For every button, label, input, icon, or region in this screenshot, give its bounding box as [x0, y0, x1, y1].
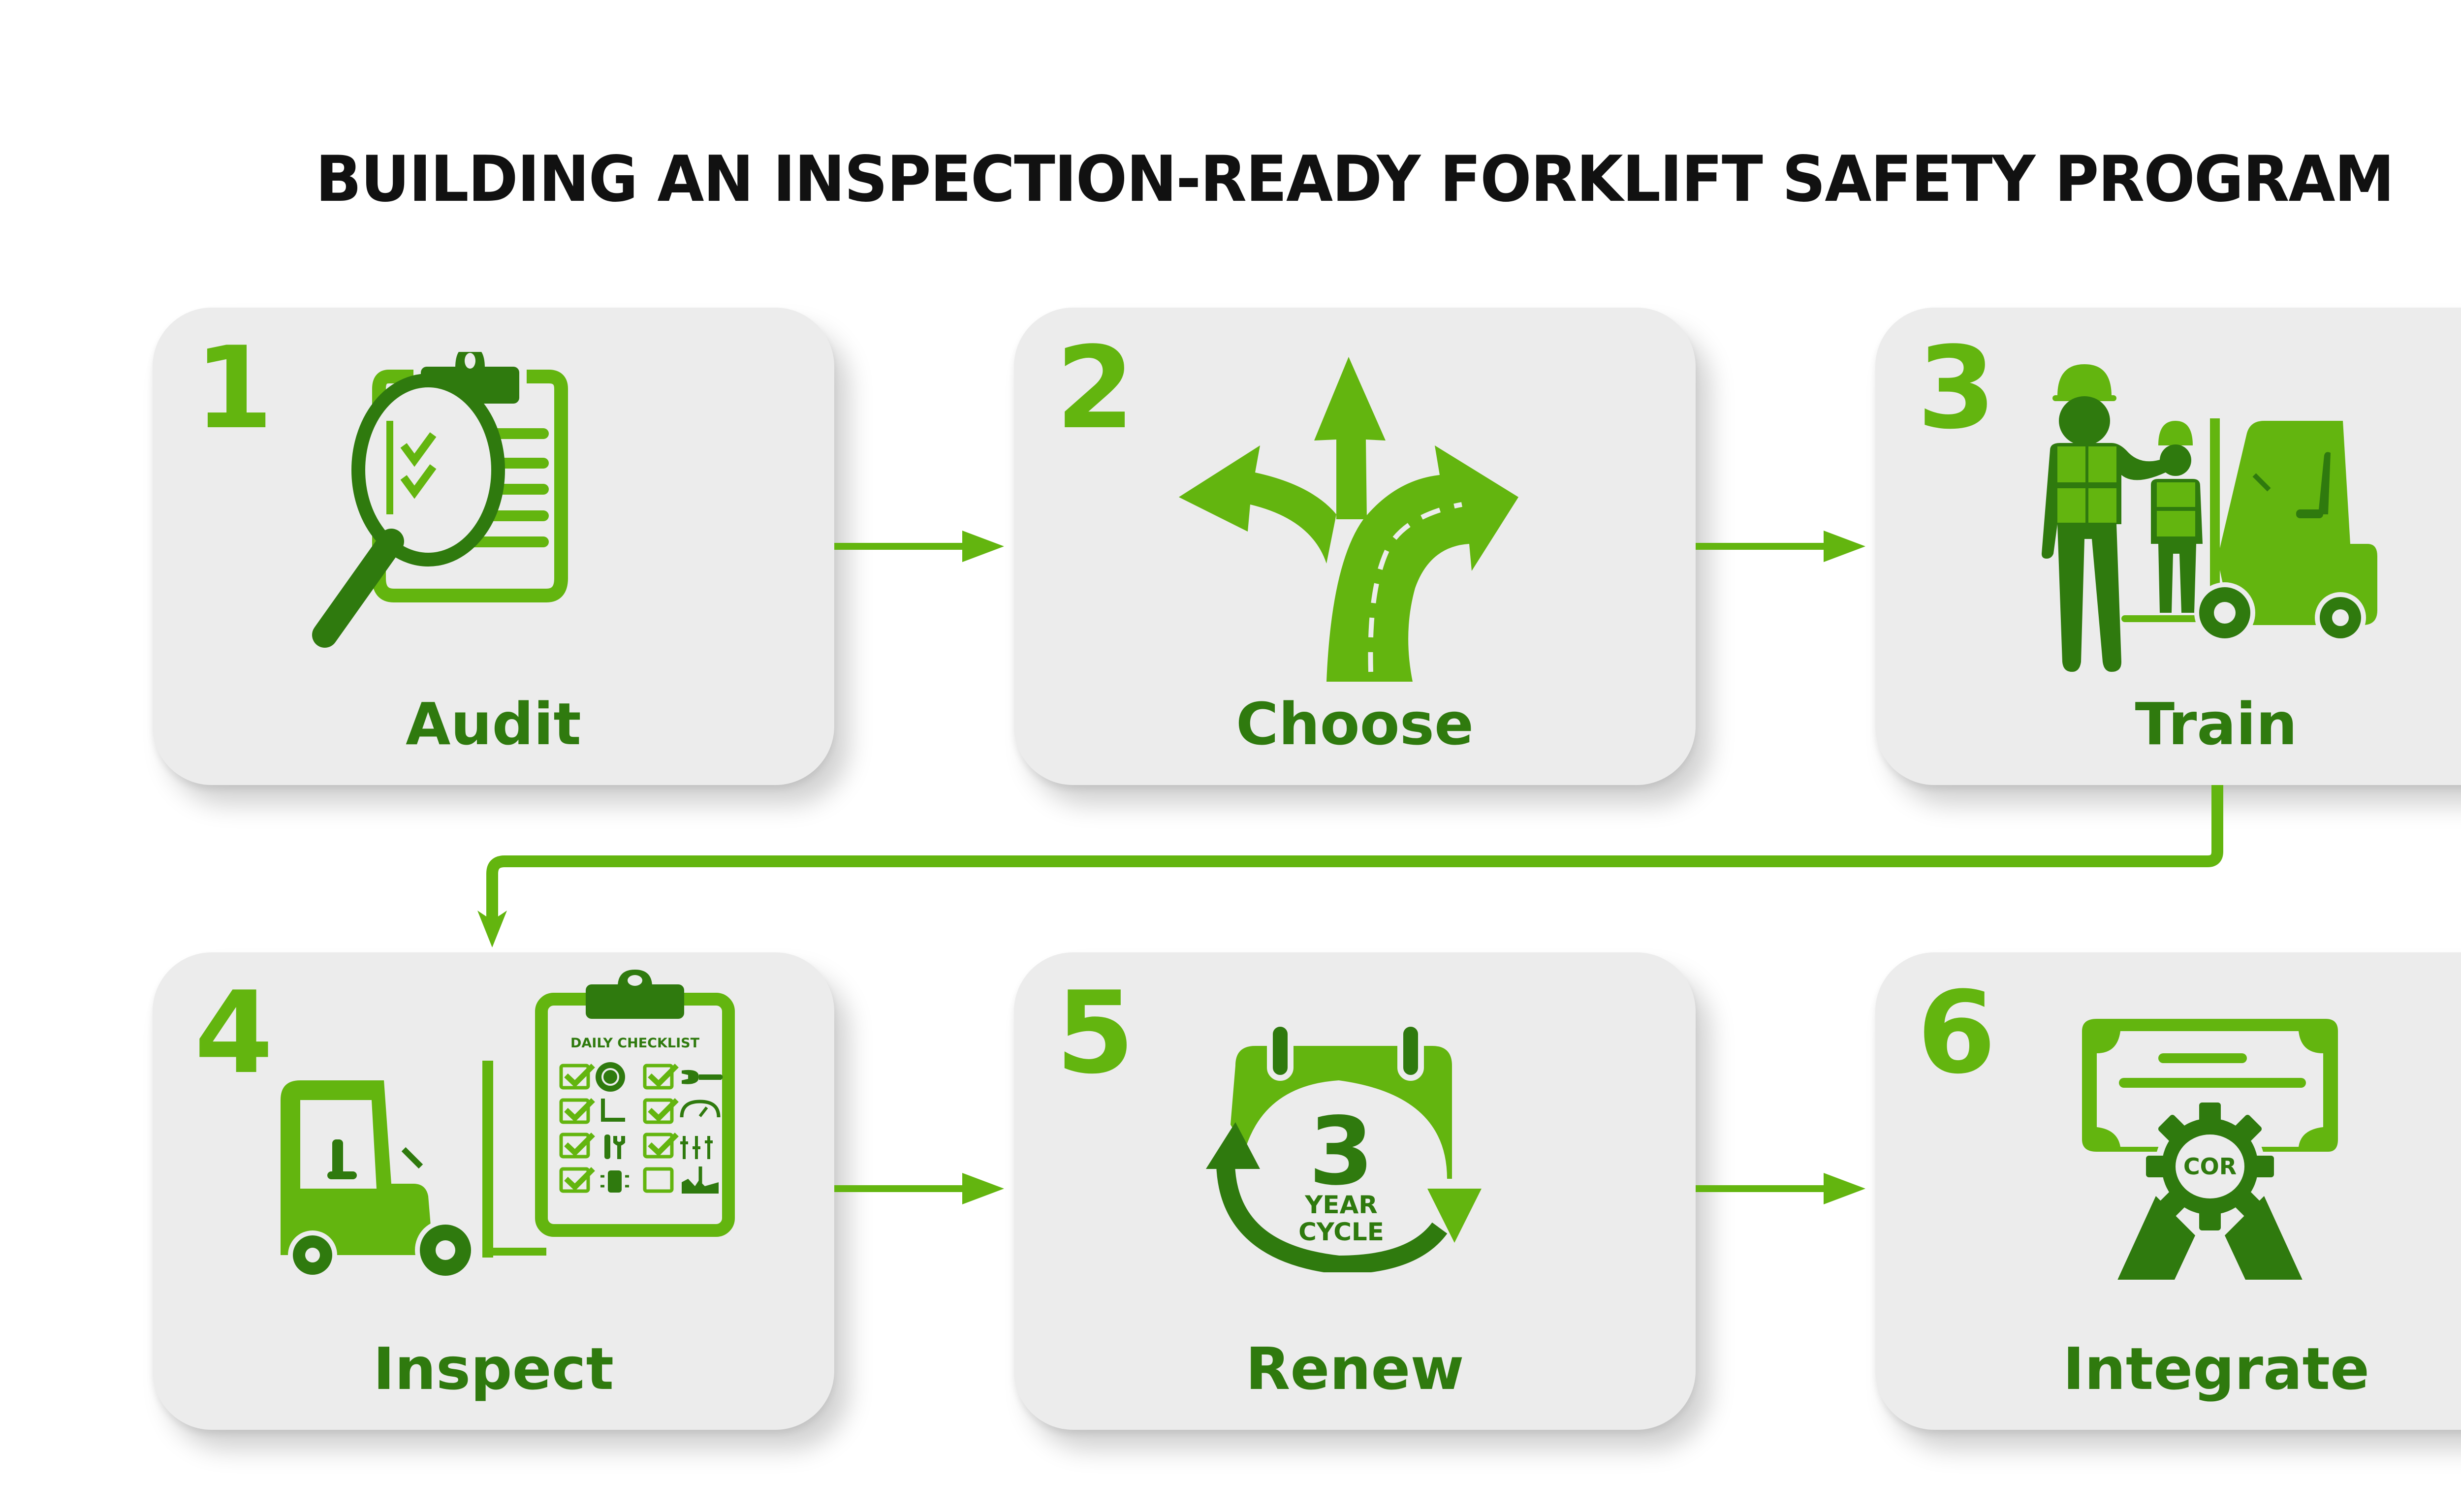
- step-number: 4: [194, 968, 274, 1099]
- step-label: Choose: [1235, 690, 1474, 758]
- flow-connector-3-4: [443, 785, 2264, 952]
- step-label: Audit: [406, 690, 581, 758]
- step-label: Inspect: [373, 1335, 614, 1403]
- controls-icon: [680, 1136, 713, 1159]
- wrench-icon: [682, 1070, 723, 1084]
- step-label: Train: [2135, 690, 2298, 758]
- checklist-heading: DAILY CHECKLIST: [570, 1036, 700, 1051]
- flow-arrow-5-6: [1696, 1169, 1875, 1208]
- step-card-train: 3: [1875, 308, 2461, 785]
- step-number: 1: [194, 323, 274, 454]
- battery-icon: [600, 1170, 629, 1193]
- cor-badge-text: COR: [2183, 1153, 2237, 1180]
- trainer-worker-forklift-icon: [2023, 357, 2461, 692]
- floor-icon: [682, 1166, 719, 1194]
- step-number: 3: [1917, 323, 1996, 454]
- cycle-label: CYCLE: [1298, 1218, 1384, 1246]
- step-card-inspect: 4 DAILY CHECKLIST: [153, 952, 834, 1430]
- clipboard-magnifier-icon: [290, 352, 645, 687]
- step-number: 6: [1917, 968, 1996, 1099]
- step-number: 5: [1056, 968, 1135, 1099]
- flow-arrow-1-2: [834, 527, 1014, 566]
- cycle-year: YEAR: [1304, 1191, 1378, 1219]
- step-card-audit: 1 Audit: [153, 308, 834, 785]
- step-label: Integrate: [2062, 1335, 2370, 1403]
- cycle-number: 3: [1309, 1097, 1374, 1206]
- forks-icon: [601, 1099, 625, 1122]
- page-title: BUILDING AN INSPECTION-READY FORKLIFT SA…: [316, 143, 2395, 216]
- calendar-cycle-icon: 3 YEAR CYCLE: [1206, 997, 1491, 1272]
- flow-arrow-2-3: [1696, 527, 1875, 566]
- forklift-icon: [271, 1061, 546, 1287]
- step-card-integrate: 6: [1875, 952, 2461, 1430]
- step-label: Renew: [1245, 1335, 1464, 1403]
- gauge-icon: [680, 1100, 721, 1118]
- step-number: 2: [1056, 323, 1135, 454]
- daily-checklist-clipboard: DAILY CHECKLIST: [532, 970, 738, 1245]
- step-card-renew: 5 3 YEAR CYCLE Renew: [1014, 952, 1696, 1430]
- cor-certificate-icon: COR: [2082, 1004, 2338, 1280]
- fork-road-arrows-icon: [1179, 357, 1523, 682]
- flow-arrow-4-5: [834, 1169, 1014, 1208]
- tools-icon: [604, 1134, 625, 1159]
- step-card-choose: 2 Choose: [1014, 308, 1696, 785]
- tire-icon: [596, 1062, 625, 1092]
